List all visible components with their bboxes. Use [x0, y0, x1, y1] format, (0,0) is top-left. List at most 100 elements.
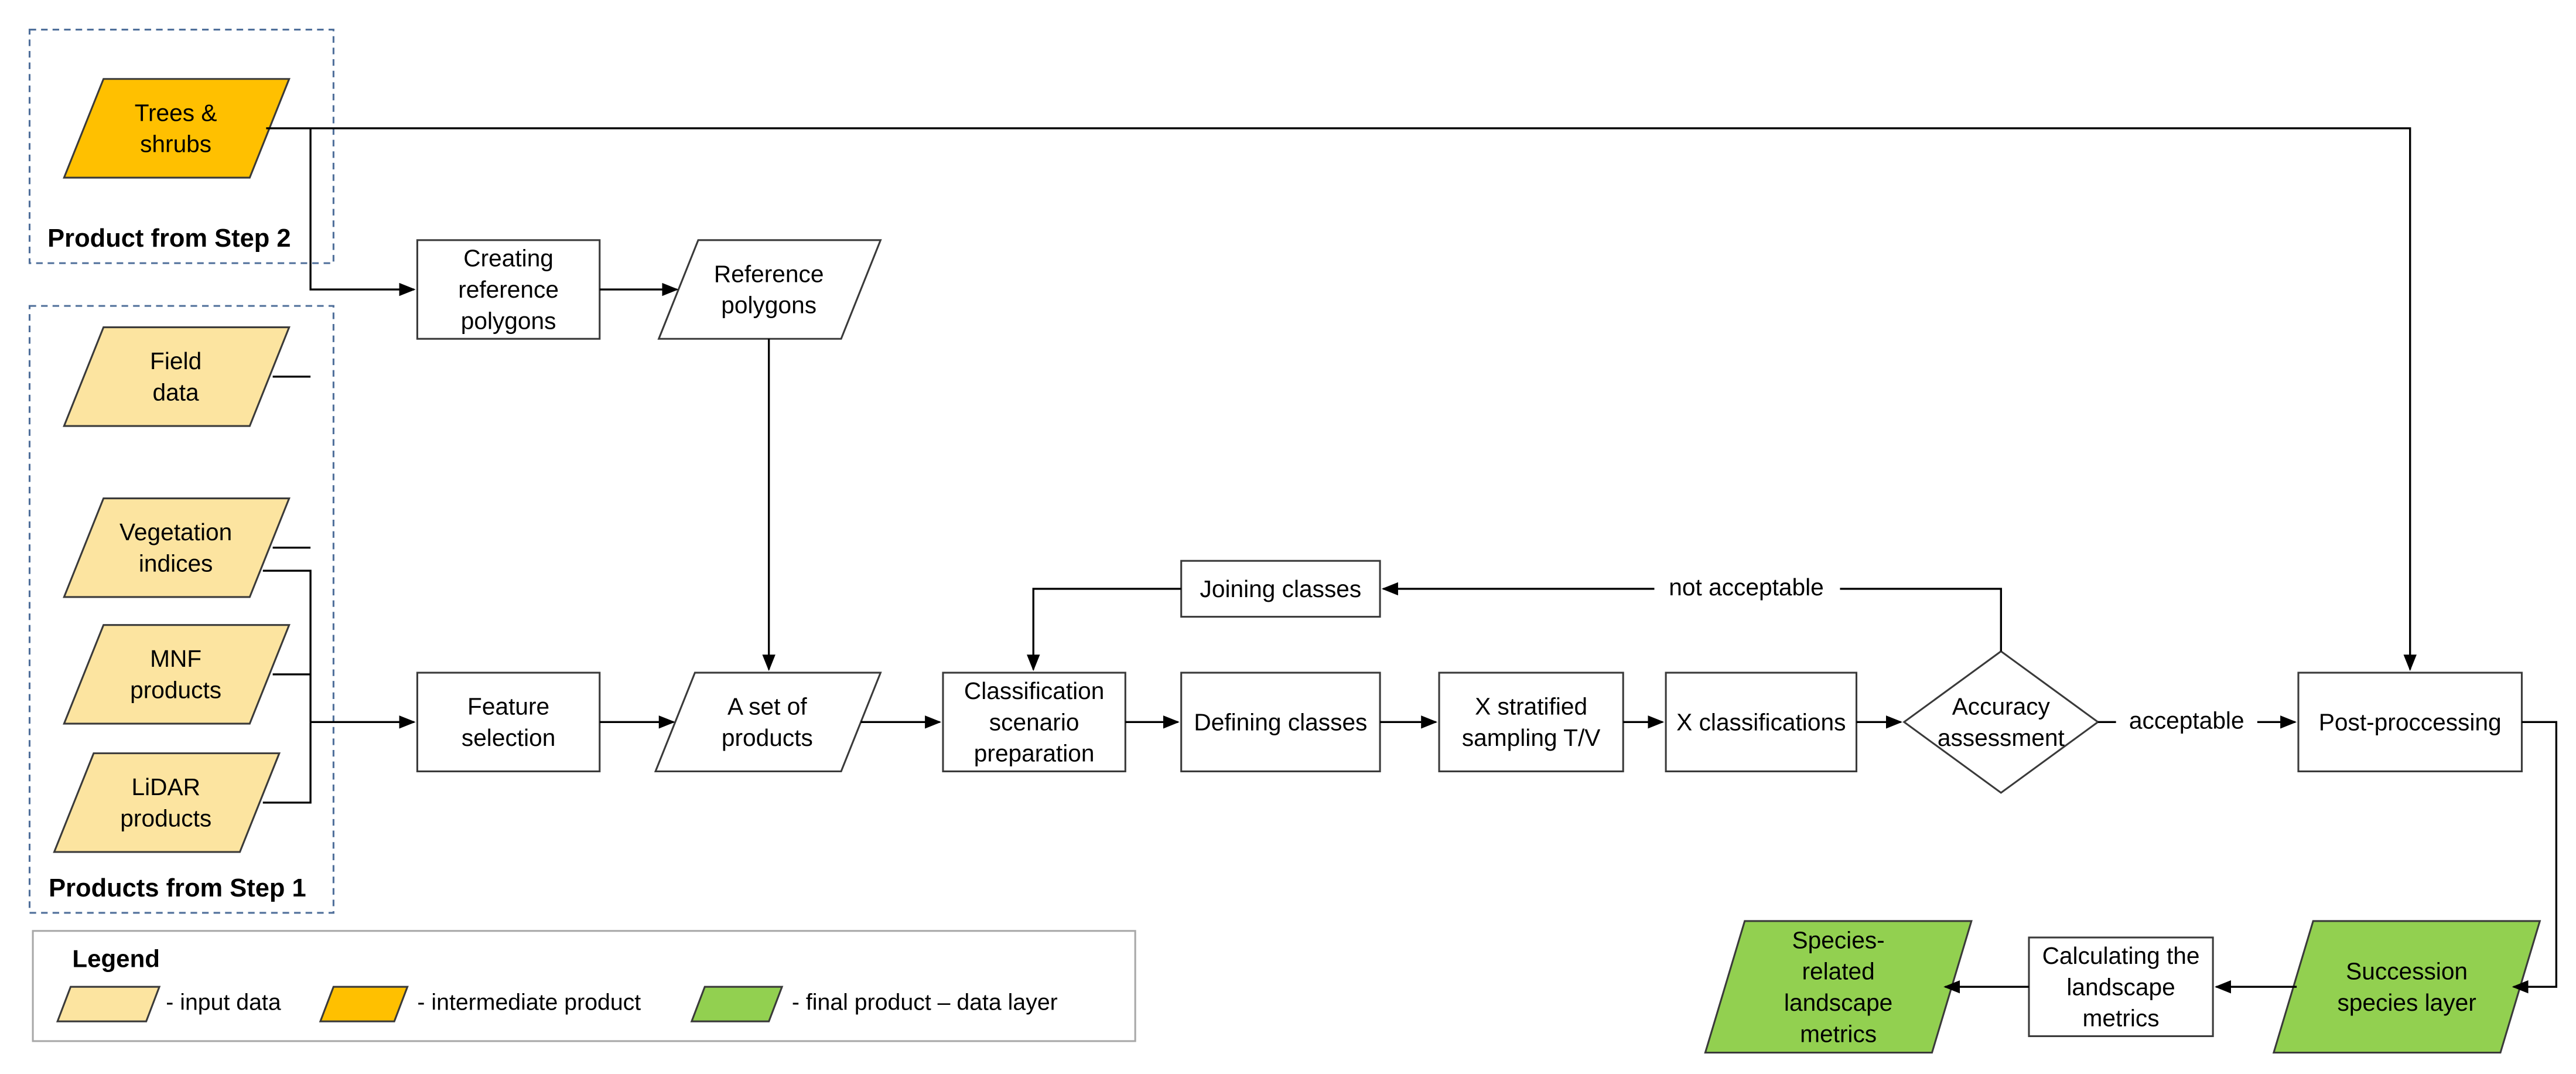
creating-reference-polygons-label: Creating reference polygons — [458, 245, 559, 335]
succession-species-layer-shape — [2272, 920, 2541, 1054]
edge-label-acceptable: acceptable — [2129, 707, 2244, 734]
accuracy-assessment-diamond — [1902, 650, 2100, 794]
node-label-line: products — [722, 724, 813, 751]
species-related-landscape-metrics-shape — [1704, 920, 1973, 1054]
legend-final-swatch — [690, 986, 784, 1022]
legend-title: Legend — [72, 945, 160, 973]
x-classifications-box — [1665, 671, 1858, 773]
node-label-line: shrubs — [140, 131, 211, 158]
edge-postprocessing-to-succession — [2512, 721, 2558, 994]
node-label-line: assessment — [1938, 724, 2065, 751]
node-label-line: Creating — [463, 245, 554, 272]
edge-trees-to-postprocessing — [266, 127, 2417, 671]
set-of-products-label: A set of products — [722, 693, 813, 751]
node-label-line: X classifications — [1676, 708, 1846, 735]
node-label-line: Feature — [467, 693, 549, 720]
lidar-products-shape — [53, 752, 281, 853]
node-label-line: Post-proccessing — [2319, 708, 2502, 735]
trees-shrubs-label: Trees & shrubs — [135, 99, 217, 157]
post-processing-box — [2297, 671, 2523, 773]
group-step1-title: Products from Step 1 — [49, 874, 306, 902]
node-label-line: Classification — [964, 677, 1105, 704]
node-label-line: reference — [458, 276, 559, 303]
node-field-data: Field data — [63, 326, 291, 427]
node-creating-reference-polygons: Creating reference polygons — [416, 239, 601, 340]
mnf-products-shape — [63, 624, 291, 725]
post-processing-label: Post-proccessing — [2319, 708, 2502, 735]
node-label-line: Trees & — [135, 99, 217, 126]
x-stratified-sampling-label: X stratified sampling T/V — [1462, 693, 1601, 751]
reference-polygons-shape — [657, 239, 882, 340]
legend-input-label: - input data — [166, 990, 281, 1015]
species-related-landscape-metrics-label: Species-related landscape metrics — [1784, 926, 1892, 1047]
node-label-line: X stratified — [1475, 693, 1587, 720]
edge-lidar-connector — [262, 722, 312, 804]
creating-reference-polygons-box — [416, 239, 601, 340]
legend-input-swatch — [56, 986, 161, 1022]
node-label-line: Joining classes — [1200, 575, 1362, 602]
node-x-stratified-sampling: X stratified sampling T/V — [1438, 671, 1624, 773]
node-joining-classes: Joining classes — [1180, 560, 1381, 618]
node-label-line: Vegetation — [119, 519, 232, 545]
node-label-line: species layer — [2337, 989, 2476, 1016]
joining-classes-label: Joining classes — [1200, 575, 1362, 602]
legend-intermediate-label: - intermediate product — [417, 990, 641, 1015]
node-label-line: metrics — [2083, 1005, 2160, 1032]
edge-joining-to-classification — [1027, 588, 1181, 671]
node-label-line: Calculating the — [2042, 942, 2200, 969]
node-label-line: LiDAR — [132, 773, 200, 800]
node-trees-shrubs: Trees & shrubs — [63, 78, 291, 179]
node-label-line: Field — [150, 347, 201, 374]
node-label-line: polygons — [461, 307, 556, 334]
node-post-processing: Post-proccessing — [2297, 671, 2523, 773]
node-reference-polygons: Reference polygons — [657, 239, 882, 340]
node-label-line: metrics — [1800, 1020, 1877, 1047]
defining-classes-box — [1180, 671, 1381, 773]
classification-scenario-preparation-box — [942, 671, 1126, 773]
edge-label-not-acceptable: not acceptable — [1669, 574, 1823, 601]
lidar-products-label: LiDAR products — [120, 773, 211, 831]
group-step1-border — [28, 305, 334, 914]
x-classifications-label: X classifications — [1676, 708, 1846, 735]
trees-shrubs-shape — [63, 78, 291, 179]
edge-vegetation-to-feature-selection — [262, 570, 312, 722]
node-label-line: polygons — [721, 292, 816, 319]
feature-selection-box — [416, 671, 601, 773]
edge-accuracy-up-line — [1840, 588, 2002, 652]
group-step2-title: Product from Step 2 — [47, 224, 291, 253]
field-data-label: Field data — [150, 347, 201, 405]
node-lidar-products: LiDAR products — [53, 752, 281, 853]
node-x-classifications: X classifications — [1665, 671, 1858, 773]
joining-classes-box — [1180, 560, 1381, 618]
field-data-shape — [63, 326, 291, 427]
x-stratified-sampling-box — [1438, 671, 1624, 773]
node-label-line: products — [120, 805, 211, 832]
node-label-line: Species- — [1792, 926, 1885, 953]
defining-classes-label: Defining classes — [1194, 708, 1367, 735]
node-label-line: landscape — [1784, 989, 1892, 1016]
node-defining-classes: Defining classes — [1180, 671, 1381, 773]
node-label-line: Reference — [714, 260, 824, 287]
group-step2-border — [28, 28, 334, 264]
node-label-line: preparation — [974, 740, 1095, 767]
node-label-line: related — [1802, 958, 1874, 985]
node-label-line: A set of — [727, 693, 807, 720]
legend-border — [32, 930, 1136, 1042]
legend: Legend - input data - intermediate produ… — [32, 930, 1136, 1042]
node-label-line: data — [153, 379, 200, 406]
node-label-line: sampling T/V — [1462, 724, 1601, 751]
legend-intermediate-swatch — [319, 986, 409, 1022]
